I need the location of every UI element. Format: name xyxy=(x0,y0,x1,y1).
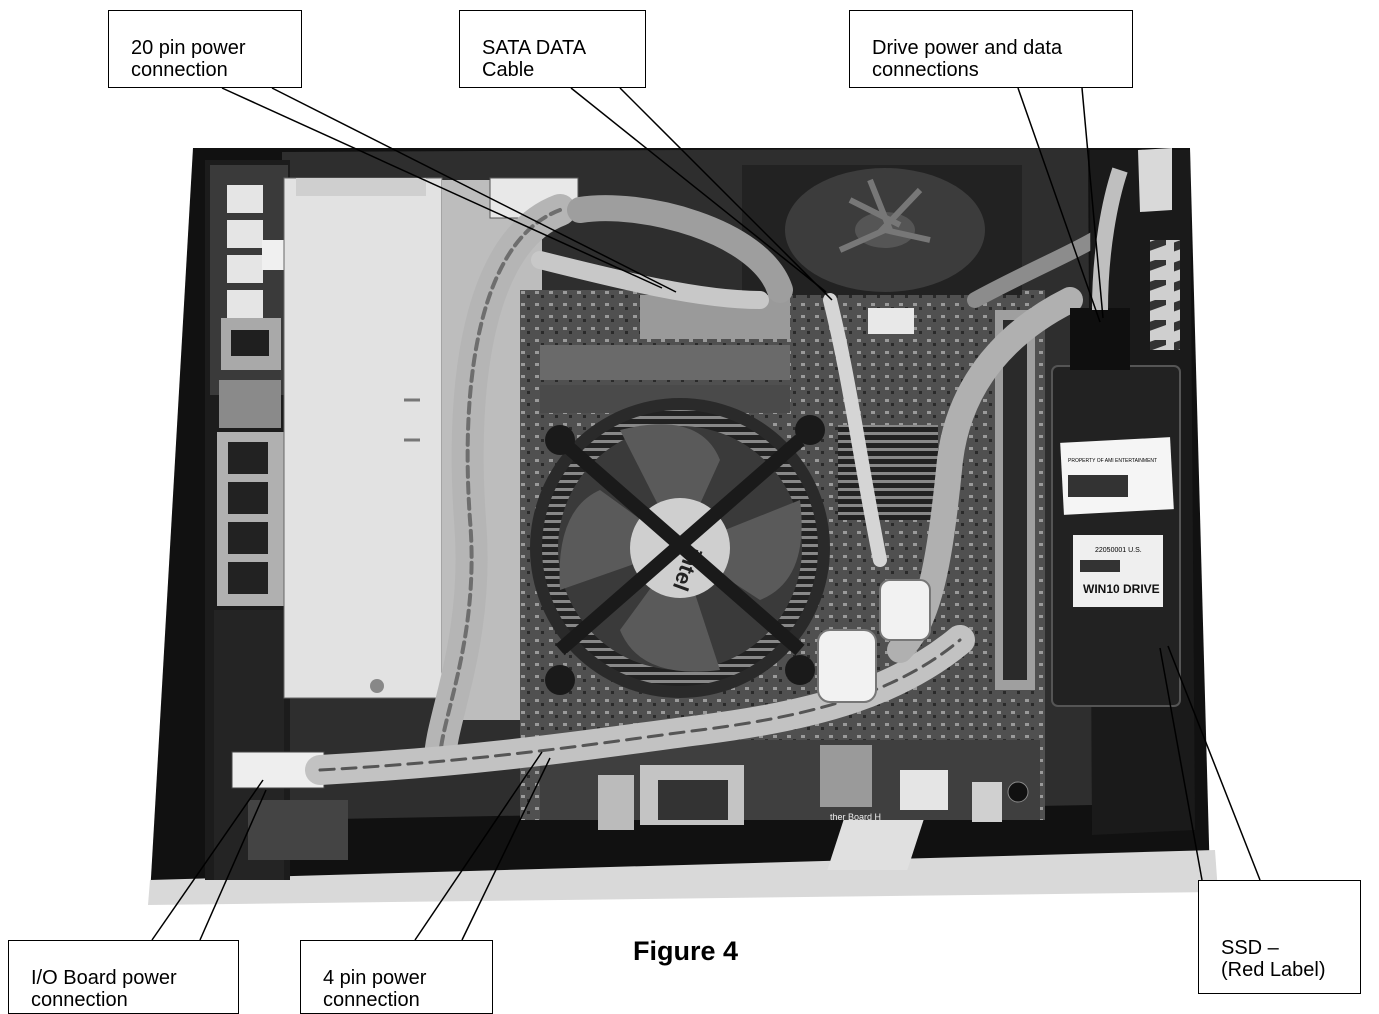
callout-io-board-power-text: I/O Board power connection xyxy=(31,967,177,1011)
callout-ssd-red-label: SSD – (Red Label) xyxy=(1198,880,1361,994)
ssd-property-label: PROPERTY OF AMI ENTERTAINMENT xyxy=(1068,458,1157,464)
callout-leader-lines xyxy=(151,87,1261,941)
io-board-panel xyxy=(205,160,348,880)
callout-4-pin-power-text: 4 pin power connection xyxy=(323,967,427,1011)
ssd-drive: PROPERTY OF AMI ENTERTAINMENT 22050001 U… xyxy=(1051,167,1181,707)
callout-20-pin-power: 20 pin power connection xyxy=(108,10,302,88)
cable-harness xyxy=(305,194,1118,785)
callout-drive-power-data-text: Drive power and data connections xyxy=(872,37,1063,81)
callout-20-pin-power-text: 20 pin power connection xyxy=(131,37,246,81)
callout-sata-data-cable: SATA DATA Cable xyxy=(459,10,646,88)
callout-io-board-power: I/O Board power connection xyxy=(8,940,239,1014)
ssd-serial-label: 22050001 U.S. xyxy=(1095,547,1142,554)
callout-drive-power-data: Drive power and data connections xyxy=(849,10,1133,88)
callout-4-pin-power: 4 pin power connection xyxy=(300,940,493,1014)
callout-ssd-red-label-text: SSD – (Red Label) xyxy=(1221,937,1326,981)
cpu-cooler: intel xyxy=(530,398,830,698)
ssd-drive-name-label: WIN10 DRIVE xyxy=(1083,582,1160,596)
callout-sata-data-cable-text: SATA DATA Cable xyxy=(482,37,587,81)
board-print-text: ther Board H xyxy=(830,812,881,822)
figure-title: Figure 4 xyxy=(633,936,739,966)
